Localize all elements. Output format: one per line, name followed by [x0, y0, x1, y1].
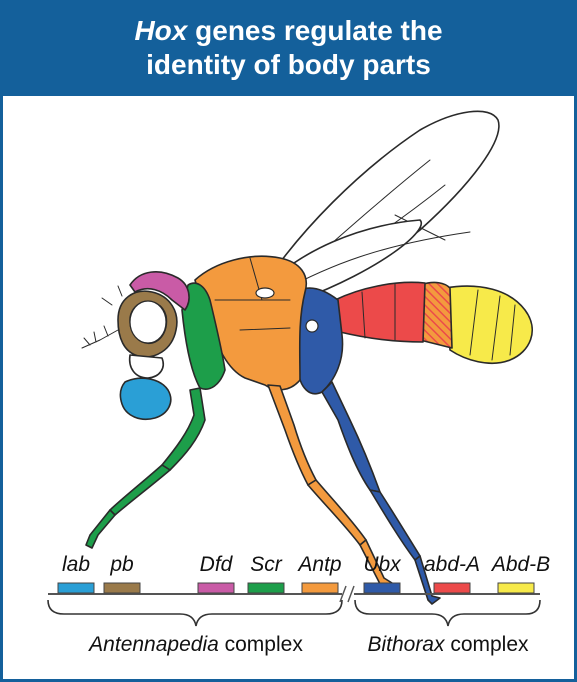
mouthparts [130, 355, 164, 378]
brace-bithorax [355, 600, 540, 626]
gene-labels: lab pb Dfd Scr Antp Ubx abd-A Abd-B [62, 553, 550, 576]
complex-braces [48, 600, 540, 626]
title-italic: Hox [134, 15, 187, 46]
eye [130, 301, 166, 343]
gene-box-abd-a [434, 583, 470, 593]
gene-label-antp: Antp [296, 553, 341, 576]
gene-label-abd-a: abd-A [424, 553, 480, 576]
gene-boxes [58, 583, 534, 593]
gene-label-dfd: Dfd [200, 553, 234, 576]
brace-antennapedia [48, 600, 342, 626]
antenna-bristles [82, 286, 122, 348]
title-line-1: Hox genes regulate the [134, 14, 442, 48]
figure-title: Hox genes regulate the identity of body … [0, 0, 577, 96]
gene-label-scr: Scr [250, 553, 283, 576]
label-bithorax-complex: Bithorax complex [367, 633, 529, 656]
head-lab [120, 378, 170, 419]
abdomen-abd-b [445, 286, 532, 363]
abdomen-abd-a [335, 282, 425, 342]
gene-box-antp [302, 583, 338, 593]
title-line1-rest: genes regulate the [187, 15, 442, 46]
gene-label-lab: lab [62, 553, 90, 576]
gene-box-ubx [364, 583, 400, 593]
fly-diagram: lab pb Dfd Scr Antp Ubx abd-A Abd-B Ante… [0, 96, 577, 682]
gene-box-scr [248, 583, 284, 593]
gene-box-abd-b [498, 583, 534, 593]
gene-box-pb [104, 583, 140, 593]
gene-label-pb: pb [109, 553, 134, 576]
gene-label-ubx: Ubx [363, 553, 402, 576]
gene-label-abd-b: Abd-B [490, 553, 550, 576]
title-line-2: identity of body parts [146, 48, 431, 82]
label-antennapedia-complex: Antennapedia complex [87, 633, 303, 656]
gene-box-dfd [198, 583, 234, 593]
gene-box-lab [58, 583, 94, 593]
